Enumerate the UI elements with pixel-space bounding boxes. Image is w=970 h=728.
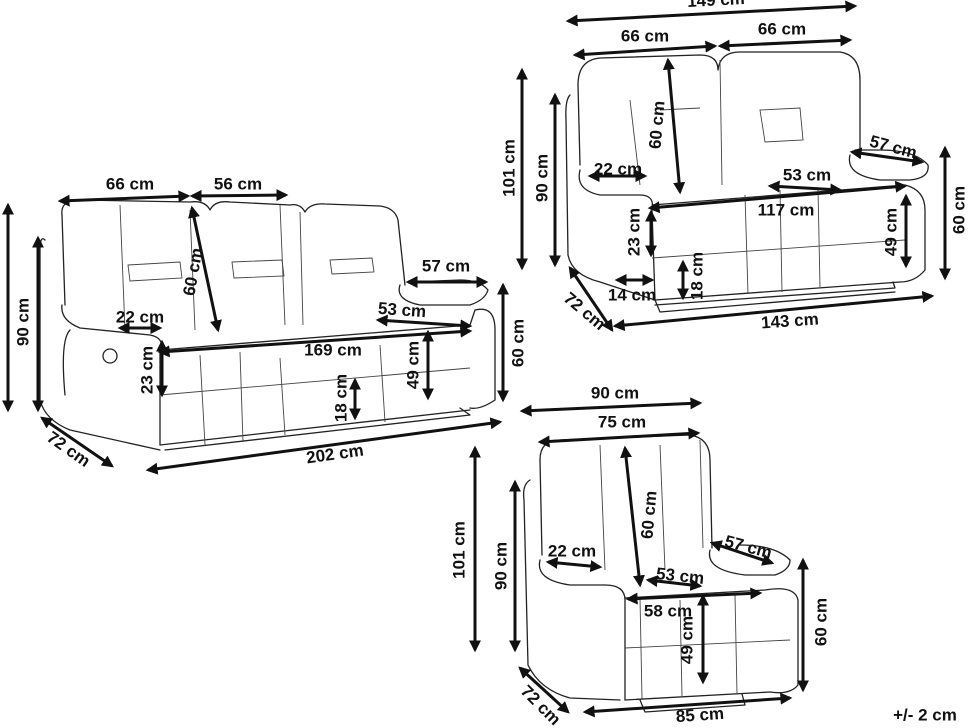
dim-label-height: 90 cm xyxy=(13,298,32,346)
dim-label-seat-depth: 53 cm xyxy=(377,299,426,321)
dim-label-base-width: 85 cm xyxy=(675,704,724,726)
dim-label-height-total: 101 cm xyxy=(449,521,468,579)
dim-label-seat-thickness: 23 cm xyxy=(624,208,643,256)
dim-arrow xyxy=(189,189,289,202)
dim-label-base-width: 143 cm xyxy=(761,309,820,332)
dim-label-seat-depth: 53 cm xyxy=(783,165,831,184)
dim-arrow xyxy=(709,540,775,566)
dim-arrow xyxy=(717,34,853,52)
dimension-arrows xyxy=(1,0,951,718)
dim-label-back-width: 75 cm xyxy=(598,412,646,431)
dim-arrow xyxy=(625,587,763,605)
dim-arrow xyxy=(40,416,114,468)
dim-label-width-seat-middle: 56 cm xyxy=(214,174,262,193)
dim-label-seat-width: 58 cm xyxy=(644,601,692,620)
dim-arrow xyxy=(188,205,222,333)
dim-label-width-seat-right: 66 cm xyxy=(758,19,806,38)
dim-arrow xyxy=(582,692,793,718)
dim-label-backrest: 60 cm xyxy=(645,100,668,150)
dim-label-width-seat-left: 66 cm xyxy=(621,26,669,45)
dim-arrow xyxy=(645,575,703,591)
dim-label-height: 90 cm xyxy=(532,154,551,202)
dim-arrow xyxy=(565,0,858,27)
dim-label-arm-height: 60 cm xyxy=(949,186,968,234)
dim-label-arm-depth: 57 cm xyxy=(422,256,470,275)
dim-label-arm-offset: 14 cm xyxy=(608,285,656,304)
dim-arrow xyxy=(620,445,645,588)
dim-label-arm-depth: 57 cm xyxy=(723,532,774,563)
dim-label-arm-height: 60 cm xyxy=(811,598,830,646)
dim-arrow xyxy=(647,180,908,214)
dim-arrow xyxy=(57,190,191,207)
dim-label-arm-width: 22 cm xyxy=(548,541,596,560)
dim-arrow xyxy=(145,417,503,475)
dim-label-seat-width: 117 cm xyxy=(758,200,815,219)
dim-label-backrest: 60 cm xyxy=(179,246,206,297)
dim-arrow xyxy=(849,147,925,167)
dim-label-seat-thickness: 23 cm xyxy=(137,346,156,394)
dim-label-arm-width: 22 cm xyxy=(594,159,642,178)
dim-arrow xyxy=(519,397,703,417)
dim-label-seat-height: 49 cm xyxy=(677,616,696,664)
dim-label-arm-width: 22 cm xyxy=(116,307,164,326)
three-seater-labels: 66 cm 56 cm 57 cm 60 cm 90 cm 22 cm 53 c… xyxy=(13,174,527,470)
dim-label-total-width: 202 cm xyxy=(305,441,365,468)
dim-label-width-seat-left: 66 cm xyxy=(106,174,154,193)
dim-arrow xyxy=(157,325,473,358)
dim-label-total-width: 90 cm xyxy=(591,383,639,402)
dim-label-footrest: 18 cm xyxy=(687,252,706,300)
dim-label-footrest: 18 cm xyxy=(331,374,350,422)
dim-label-seat-height: 49 cm xyxy=(403,341,422,389)
dim-label-height-total: 101 cm xyxy=(499,139,518,197)
dim-arrow xyxy=(518,666,570,714)
two-seater-sofa-drawing xyxy=(565,51,929,313)
two-seater-labels: 149 cm 66 cm 66 cm 101 cm 90 cm 60 cm 22… xyxy=(499,0,968,334)
dim-label-seat-width: 169 cm xyxy=(304,340,362,359)
dim-label-height: 90 cm xyxy=(491,542,510,590)
dim-arrow xyxy=(537,427,701,448)
tolerance-note: +/- 2 cm xyxy=(893,705,957,724)
dim-arrow xyxy=(662,57,686,195)
dim-arrow xyxy=(375,314,473,332)
dim-label-backrest: 60 cm xyxy=(637,490,660,540)
three-seater-sofa-drawing xyxy=(39,199,496,451)
dim-arrow xyxy=(568,266,614,332)
dim-label-total-width: 149 cm xyxy=(687,0,746,11)
dim-label-depth: 72 cm xyxy=(560,288,609,334)
dim-label-arm-height: 60 cm xyxy=(508,319,527,367)
dim-arrow xyxy=(545,556,603,573)
dim-arrow xyxy=(572,40,718,61)
dim-label-seat-depth: 53 cm xyxy=(655,564,705,588)
dim-label-seat-height: 49 cm xyxy=(881,208,900,256)
dim-arrow xyxy=(612,290,935,332)
dim-arrow xyxy=(767,180,843,196)
